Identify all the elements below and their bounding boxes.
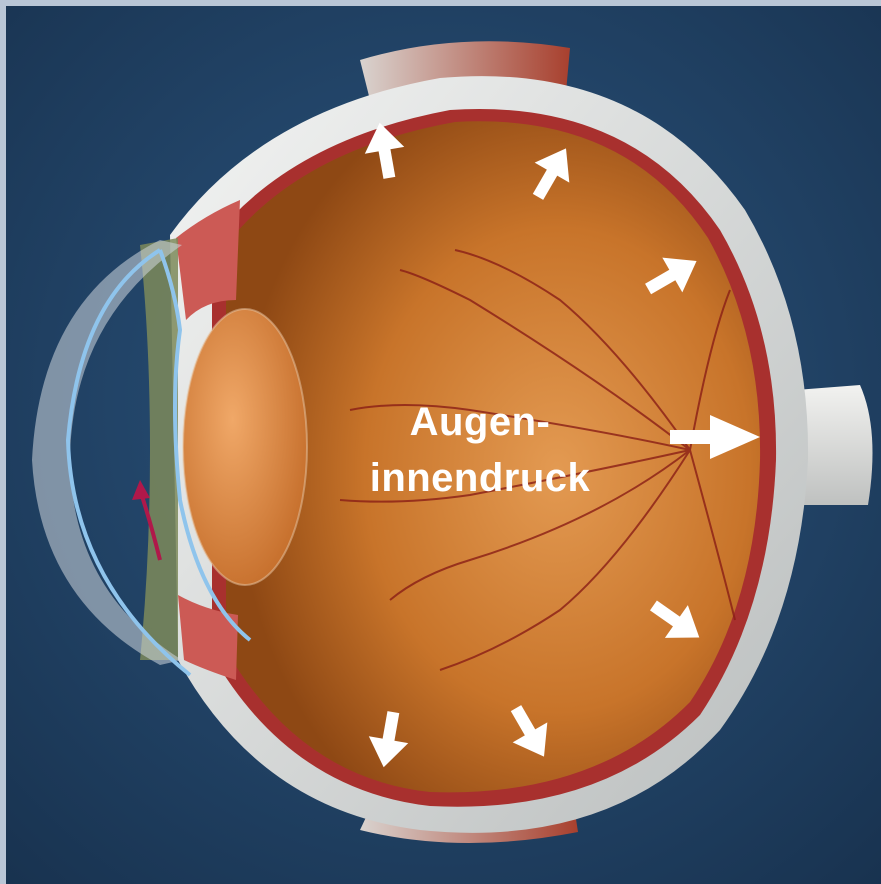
label-line-1: Augen- [345,400,615,444]
lens [183,309,307,585]
label-line-2: innendruck [345,456,615,500]
eye-cross-section [6,6,881,884]
